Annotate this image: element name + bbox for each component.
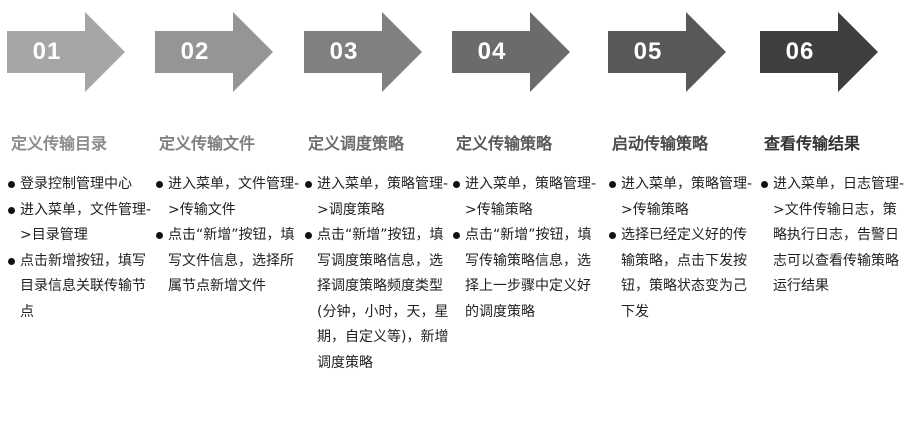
step-bullet-list: 进入菜单，策略管理->传输策略选择已经定义好的传输策略，点击下发按钮，策略状态变… xyxy=(608,172,753,325)
step-title: 查看传输结果 xyxy=(764,134,861,153)
bullet-text: 进入菜单，策略管理->传输策略 xyxy=(621,176,753,218)
bullet-text: 进入菜单，文件管理->传输文件 xyxy=(168,176,300,218)
bullet-item: 进入菜单，策略管理->传输策略 xyxy=(608,172,753,223)
bullet-dot-icon xyxy=(305,232,312,239)
bullet-dot-icon xyxy=(609,181,616,188)
bullet-item: 进入菜单，日志管理->文件传输日志，策略执行日志，告警日志可以查看传输策略运行结… xyxy=(760,172,905,300)
step-arrow: 02 xyxy=(155,12,273,92)
step-2: 02 定义传输文件进入菜单，文件管理->传输文件点击“新增”按钮，填写文件信息，选… xyxy=(155,0,305,443)
step-number: 06 xyxy=(785,38,815,65)
bullet-text: 登录控制管理中心 xyxy=(20,176,132,192)
step-bullet-list: 进入菜单，日志管理->文件传输日志，策略执行日志，告警日志可以查看传输策略运行结… xyxy=(760,172,905,300)
bullet-item: 登录控制管理中心 xyxy=(7,172,152,198)
bullet-text: 进入菜单，策略管理->调度策略 xyxy=(317,176,449,218)
step-number: 04 xyxy=(477,38,507,65)
bullet-dot-icon xyxy=(609,232,616,239)
arrow-shape-icon xyxy=(608,12,726,92)
bullet-item: 进入菜单，策略管理->传输策略 xyxy=(452,172,597,223)
step-title: 定义传输策略 xyxy=(456,134,553,153)
bullet-text: 进入菜单，文件管理->目录管理 xyxy=(20,201,152,244)
step-arrow: 01 xyxy=(7,12,125,92)
step-number: 03 xyxy=(329,38,359,65)
step-title: 启动传输策略 xyxy=(612,134,709,153)
arrow-shape-icon xyxy=(760,12,878,92)
bullet-text: 进入菜单，日志管理->文件传输日志，策略执行日志，告警日志可以查看传输策略运行结… xyxy=(773,176,905,294)
step-3: 03 定义调度策略进入菜单，策略管理->调度策略点击“新增”按钮，填写调度策略信息… xyxy=(304,0,454,443)
step-arrow: 06 xyxy=(760,12,878,92)
bullet-dot-icon xyxy=(8,206,15,214)
step-arrow: 05 xyxy=(608,12,726,92)
step-bullet-list: 进入菜单，文件管理->传输文件点击“新增”按钮，填写文件信息，选择所属节点新增文… xyxy=(155,172,300,300)
bullet-item: 进入菜单，文件管理->目录管理 xyxy=(7,198,152,249)
arrow-shape-icon xyxy=(155,12,273,92)
bullet-text: 点击新增按钮，填写目录信息关联传输节点 xyxy=(20,252,146,320)
bullet-item: 点击“新增”按钮，填写调度策略信息，选择调度策略频度类型(分钟，小时，天，星期，… xyxy=(304,223,449,376)
bullet-item: 点击“新增”按钮，填写文件信息，选择所属节点新增文件 xyxy=(155,223,300,300)
bullet-dot-icon xyxy=(305,181,312,188)
bullet-dot-icon xyxy=(761,181,768,188)
step-arrow: 04 xyxy=(452,12,570,92)
bullet-text: 进入菜单，策略管理->传输策略 xyxy=(465,176,597,218)
step-arrow: 03 xyxy=(304,12,422,92)
bullet-text: 点击“新增”按钮，填写调度策略信息，选择调度策略频度类型(分钟，小时，天，星期，… xyxy=(317,227,449,371)
step-bullet-list: 进入菜单，策略管理->传输策略点击“新增”按钮，填写传输策略信息，选择上一步骤中… xyxy=(452,172,597,325)
step-bullet-list: 进入菜单，策略管理->调度策略点击“新增”按钮，填写调度策略信息，选择调度策略频… xyxy=(304,172,449,376)
bullet-dot-icon xyxy=(156,181,163,188)
bullet-item: 进入菜单，文件管理->传输文件 xyxy=(155,172,300,223)
bullet-text: 点击“新增”按钮，填写传输策略信息，选择上一步骤中定义好的调度策略 xyxy=(465,227,592,320)
step-1: 01 定义传输目录登录控制管理中心进入菜单，文件管理->目录管理点击新增按钮，填写… xyxy=(7,0,157,443)
bullet-item: 点击新增按钮，填写目录信息关联传输节点 xyxy=(7,249,152,326)
bullet-dot-icon xyxy=(8,257,15,265)
step-5: 05 启动传输策略进入菜单，策略管理->传输策略选择已经定义好的传输策略，点击下发… xyxy=(608,0,758,443)
bullet-item: 进入菜单，策略管理->调度策略 xyxy=(304,172,449,223)
step-number: 01 xyxy=(32,38,62,65)
step-6: 06 查看传输结果进入菜单，日志管理->文件传输日志，策略执行日志，告警日志可以查… xyxy=(760,0,910,443)
step-4: 04 定义传输策略进入菜单，策略管理->传输策略点击“新增”按钮，填写传输策略信息… xyxy=(452,0,602,443)
step-title: 定义调度策略 xyxy=(308,134,405,153)
bullet-dot-icon xyxy=(453,232,460,239)
step-title: 定义传输目录 xyxy=(11,134,108,153)
bullet-dot-icon xyxy=(156,232,163,239)
step-number: 02 xyxy=(180,38,210,65)
bullet-item: 选择已经定义好的传输策略，点击下发按钮，策略状态变为己下发 xyxy=(608,223,753,325)
bullet-text: 选择已经定义好的传输策略，点击下发按钮，策略状态变为己下发 xyxy=(621,227,747,320)
bullet-item: 点击“新增”按钮，填写传输策略信息，选择上一步骤中定义好的调度策略 xyxy=(452,223,597,325)
step-bullet-list: 登录控制管理中心进入菜单，文件管理->目录管理点击新增按钮，填写目录信息关联传输… xyxy=(7,172,152,325)
step-title: 定义传输文件 xyxy=(159,134,256,153)
bullet-dot-icon xyxy=(8,181,15,188)
arrow-shape-icon xyxy=(452,12,570,92)
bullet-dot-icon xyxy=(453,181,460,188)
arrow-shape-icon xyxy=(7,12,125,92)
step-number: 05 xyxy=(633,38,663,65)
bullet-text: 点击“新增”按钮，填写文件信息，选择所属节点新增文件 xyxy=(168,227,295,294)
arrow-shape-icon xyxy=(304,12,422,92)
